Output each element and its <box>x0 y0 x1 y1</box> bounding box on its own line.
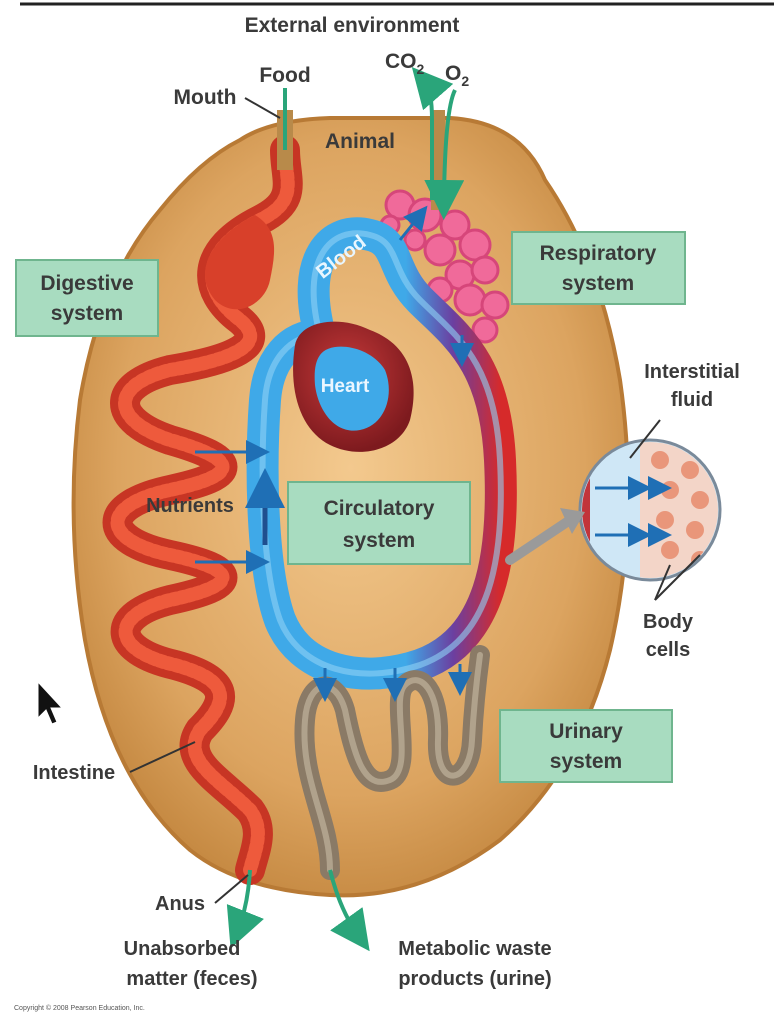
co2-subscript: 2 <box>417 61 425 77</box>
circulatory-label-line1: Circulatory <box>324 497 435 520</box>
heart-label: Heart <box>321 376 370 397</box>
unabsorbed-label-line2: matter (feces) <box>126 968 257 990</box>
animal-label: Animal <box>325 130 395 153</box>
interstitial-label-line1: Interstitial <box>644 361 740 383</box>
respiratory-label-line1: Respiratory <box>540 242 657 265</box>
mouse-pointer-icon <box>38 682 62 724</box>
respiratory-system-box: Respiratory system <box>512 232 685 304</box>
anus-label: Anus <box>155 893 205 915</box>
digestive-system-box: Digestive system <box>16 260 158 336</box>
digestive-label-line1: Digestive <box>40 272 133 295</box>
nutrients-label: Nutrients <box>146 495 234 517</box>
interstitial-magnifier <box>578 440 720 580</box>
respiratory-label-line2: system <box>562 272 634 295</box>
intestine-label: Intestine <box>33 762 115 784</box>
food-label: Food <box>259 64 310 87</box>
co2-main: CO <box>385 50 417 73</box>
mouth-leader <box>245 98 280 118</box>
urinary-label-line1: Urinary <box>549 720 623 743</box>
co2-label: CO2 <box>385 50 425 77</box>
unabsorbed-label-line1: Unabsorbed <box>124 938 241 960</box>
external-environment-label: External environment <box>245 14 460 37</box>
metabolic-label-line2: products (urine) <box>398 968 551 990</box>
urinary-label-line2: system <box>550 750 622 773</box>
anus-leader <box>215 875 248 903</box>
interstitial-label-line2: fluid <box>671 389 713 411</box>
o2-subscript: 2 <box>461 73 469 89</box>
mouth-label: Mouth <box>174 86 237 109</box>
o2-label: O2 <box>445 62 469 89</box>
metabolic-label-line1: Metabolic waste <box>398 938 551 960</box>
digestive-label-line2: system <box>51 302 123 325</box>
o2-main: O <box>445 62 461 85</box>
copyright-label: Copyright © 2008 Pearson Education, Inc. <box>14 1004 145 1012</box>
body-cells-label-line2: cells <box>646 639 690 661</box>
circulatory-label-line2: system <box>343 529 415 552</box>
body-cells-label-line1: Body <box>643 611 694 633</box>
urinary-system-box: Urinary system <box>500 710 672 782</box>
circulatory-system-box: Circulatory system <box>288 482 470 564</box>
